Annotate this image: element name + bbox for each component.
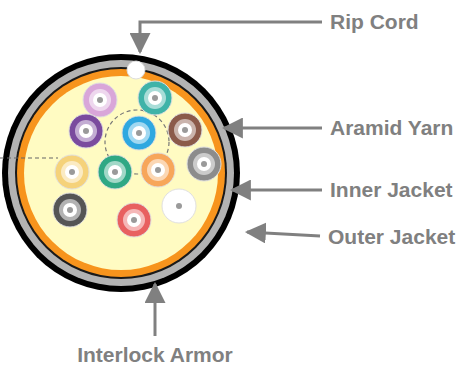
fiber-coating (69, 114, 103, 148)
fiber-buffer (59, 199, 81, 221)
aramid-yarn (24, 76, 218, 270)
fiber-coating (98, 155, 132, 189)
fiber-core (182, 127, 188, 133)
fiber-buffer (168, 195, 190, 217)
fiber-cladding (148, 91, 162, 105)
fiber-buffer (174, 119, 196, 141)
leader-line (224, 127, 322, 130)
optical-fiber (122, 116, 156, 150)
leader-line (140, 22, 322, 52)
fiber-buffer (147, 159, 169, 181)
fiber-core (136, 130, 142, 136)
fiber-cladding (108, 165, 122, 179)
fiber-buffer (193, 153, 215, 175)
callout-label: Aramid Yarn (330, 117, 453, 138)
fiber-buffer (128, 122, 150, 144)
fiber-cladding (79, 124, 93, 138)
callout-label: Interlock Armor (77, 344, 233, 365)
fiber-core (69, 169, 75, 175)
fiber-cladding (65, 165, 79, 179)
fiber-cladding (127, 213, 141, 227)
fiber-core (97, 97, 103, 103)
fiber-coating (117, 203, 151, 237)
fiber-core (152, 95, 158, 101)
fiber-core (67, 207, 73, 213)
callout-label: Outer Jacket (328, 226, 455, 247)
leader-lines (140, 22, 322, 336)
fiber-buffer (104, 161, 126, 183)
fiber-core (155, 167, 161, 173)
optical-fiber (117, 203, 151, 237)
fiber-coating (168, 113, 202, 147)
optical-fiber (69, 114, 103, 148)
optical-fiber (168, 113, 202, 147)
fiber-core (131, 217, 137, 223)
fiber-buffer (61, 161, 83, 183)
optical-fiber (53, 193, 87, 227)
fiber-cladding (63, 203, 77, 217)
fiber-cladding (172, 199, 186, 213)
fiber-coating (141, 153, 175, 187)
fibers (53, 81, 221, 237)
fiber-core (176, 203, 182, 209)
fiber-coating (122, 116, 156, 150)
fiber-buffer (75, 120, 97, 142)
callout-label: Inner Jacket (330, 179, 453, 200)
fiber-coating (162, 189, 196, 223)
rip-cord (127, 61, 145, 79)
fiber-core (201, 161, 207, 167)
fiber-cladding (132, 126, 146, 140)
inner-jacket (17, 69, 225, 277)
fiber-coating (53, 193, 87, 227)
optical-fiber (187, 147, 221, 181)
callout-label: Rip Cord (330, 11, 419, 32)
armor-edge (15, 67, 227, 279)
fiber-cladding (197, 157, 211, 171)
fiber-core (112, 169, 118, 175)
dashed-line (0, 157, 58, 158)
optical-fiber (98, 155, 132, 189)
fiber-buffer (144, 87, 166, 109)
leader-line (154, 284, 157, 336)
fiber-buffer (89, 89, 111, 111)
fiber-coating (187, 147, 221, 181)
leader-line (232, 189, 322, 192)
outer-jacket (2, 54, 240, 292)
leader-line (247, 232, 320, 236)
interlock-armor (8, 60, 234, 286)
fiber-cladding (151, 163, 165, 177)
optical-fiber (141, 153, 175, 187)
optical-fiber (138, 81, 172, 115)
optical-fiber (55, 155, 89, 189)
fiber-core (83, 128, 89, 134)
fiber-coating (83, 83, 117, 117)
fiber-coating (55, 155, 89, 189)
fiber-coating (138, 81, 172, 115)
fiber-buffer (123, 209, 145, 231)
cable-layers (2, 54, 240, 292)
fiber-cladding (178, 123, 192, 137)
fiber-cladding (93, 93, 107, 107)
optical-fiber (162, 189, 196, 223)
optical-fiber (83, 83, 117, 117)
